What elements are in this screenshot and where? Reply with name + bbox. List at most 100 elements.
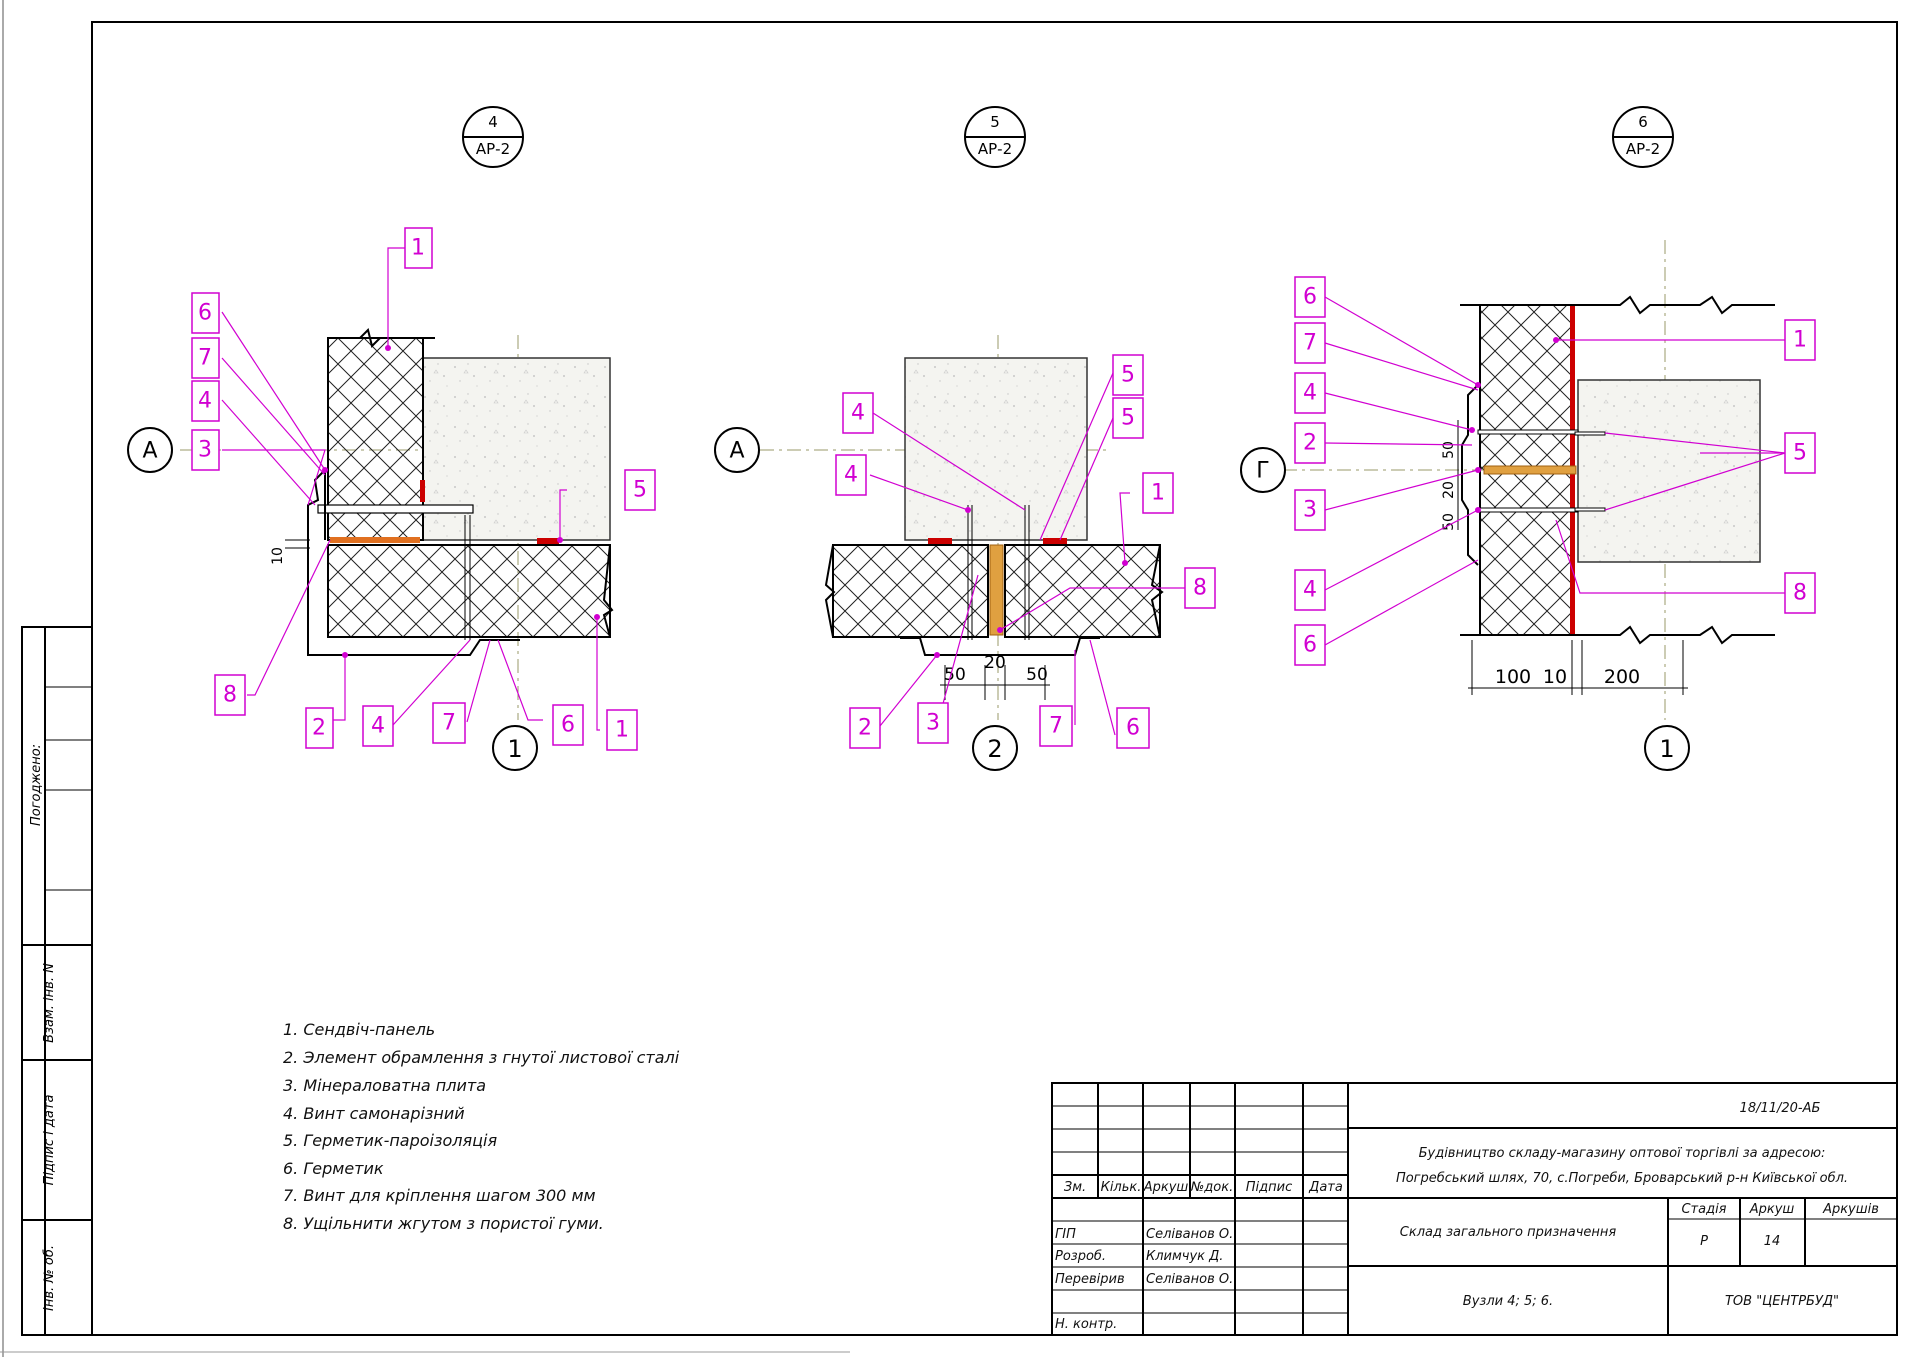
svg-text:1: 1 — [507, 735, 522, 763]
role-name: Климчук Д. — [1146, 1249, 1223, 1264]
svg-text:4: 4 — [198, 389, 212, 414]
callout-1: 1 — [1784, 319, 1816, 361]
dim-10: 10 — [270, 547, 286, 565]
svg-text:5: 5 — [1121, 363, 1135, 388]
svg-text:2: 2 — [312, 716, 326, 741]
callout-8: 8 — [1184, 567, 1216, 609]
svg-text:4: 4 — [851, 401, 865, 426]
dim-v50a: 50 — [1441, 441, 1457, 459]
svg-text:2: 2 — [1303, 431, 1317, 456]
legend-item: 1. Сендвіч-панель — [283, 1020, 435, 1039]
svg-text:8: 8 — [1193, 576, 1207, 601]
dim-20: 20 — [984, 653, 1006, 673]
callout-3: 3 — [917, 702, 949, 744]
section-ref-circle: 4 АР-2 — [462, 106, 524, 168]
stamp-sign-date: Підпис і дата — [42, 1095, 57, 1186]
role-name: Селіванов О. — [1146, 1227, 1233, 1242]
title-block: Зм. Кільк. Аркуш №док. Підпис Дата ГІП С… — [1051, 1082, 1898, 1336]
sheet-title: Вузли 4; 5; 6. — [1463, 1294, 1553, 1309]
svg-text:6: 6 — [1638, 113, 1648, 131]
svg-text:6: 6 — [198, 301, 212, 326]
svg-text:1: 1 — [1151, 481, 1165, 506]
svg-text:А: А — [729, 439, 744, 464]
svg-text:1: 1 — [1659, 735, 1674, 763]
detail-view-2: 5 АР-2 50 20 50 А 2 — [714, 106, 1216, 771]
stamp-inv-replace: Взам. інв. N — [42, 963, 57, 1043]
svg-text:1: 1 — [1793, 328, 1807, 353]
legend-item: 4. Винт самонарізний — [283, 1104, 465, 1123]
building-name: Склад загального призначення — [1400, 1225, 1617, 1240]
role-label: Розроб. — [1055, 1249, 1106, 1264]
project-line-1: Будівництво складу-магазину оптової торг… — [1419, 1146, 1826, 1161]
callout-1: 1 — [404, 227, 433, 269]
stage-value: Р — [1700, 1234, 1708, 1249]
svg-text:Г: Г — [1256, 459, 1269, 484]
legend-item: 2. Элемент обрамлення з гнутої листової … — [283, 1048, 680, 1067]
callout-5b: 5 — [1112, 397, 1144, 439]
callout-4b: 4 — [362, 705, 394, 747]
callout-2: 2 — [849, 707, 881, 749]
stage-header: Аркуш — [1749, 1202, 1795, 1217]
col-header: Зм. — [1064, 1180, 1086, 1195]
svg-text:4: 4 — [1303, 381, 1317, 406]
callout-4: 4 — [842, 392, 874, 434]
callout-3: 3 — [191, 429, 220, 471]
callout-7b: 7 — [432, 702, 466, 744]
svg-text:8: 8 — [1793, 581, 1807, 606]
stamp-agreed: Погоджено: — [29, 744, 44, 826]
dim-10: 10 — [1543, 666, 1567, 688]
col-header: №док. — [1190, 1180, 1233, 1195]
stage-header: Аркушів — [1822, 1202, 1879, 1217]
detail-view-3: 6 АР-2 100 10 200 50 20 50 Г — [1240, 106, 1816, 771]
callout-6b: 6 — [552, 704, 584, 746]
svg-text:1: 1 — [411, 236, 425, 261]
svg-text:АР-2: АР-2 — [1626, 140, 1660, 158]
axis-bubble-a: А — [127, 427, 173, 473]
svg-text:6: 6 — [1303, 633, 1317, 658]
svg-text:7: 7 — [1049, 714, 1063, 739]
role-label: Перевірив — [1055, 1272, 1125, 1287]
dim-50b: 50 — [1026, 665, 1048, 685]
svg-text:5: 5 — [1793, 441, 1807, 466]
axis-bubble-a: А — [714, 427, 760, 473]
ref-sheet: АР-2 — [476, 140, 510, 158]
svg-text:7: 7 — [442, 711, 456, 736]
svg-text:7: 7 — [198, 346, 212, 371]
company-name: ТОВ "ЦЕНТРБУД" — [1725, 1294, 1839, 1309]
ref-number: 4 — [488, 113, 498, 131]
svg-text:6: 6 — [1126, 716, 1140, 741]
role-label: Н. контр. — [1055, 1317, 1117, 1332]
callout-6b: 6 — [1294, 624, 1326, 666]
callout-4b: 4 — [835, 454, 867, 496]
svg-text:7: 7 — [1303, 331, 1317, 356]
svg-text:4: 4 — [844, 463, 858, 488]
callout-4: 4 — [191, 380, 220, 422]
callout-6: 6 — [1116, 707, 1150, 749]
svg-text:3: 3 — [1303, 498, 1317, 523]
callout-5: 5 — [1784, 432, 1816, 474]
svg-text:2: 2 — [858, 716, 872, 741]
col-header: Дата — [1308, 1180, 1343, 1195]
legend-item: 7. Винт для кріплення шагом 300 мм — [283, 1186, 596, 1205]
axis-bubble-g: Г — [1240, 447, 1286, 493]
col-header: Аркуш — [1143, 1180, 1189, 1195]
dim-100: 100 — [1495, 666, 1531, 688]
svg-text:5: 5 — [990, 113, 1000, 131]
dim-200: 200 — [1604, 666, 1640, 688]
callout-5: 5 — [624, 469, 656, 511]
callout-6: 6 — [1294, 276, 1326, 318]
legend-item: 3. Мінераловатна плита — [283, 1076, 486, 1095]
stamp-inv-orig: Інв. № об. — [42, 1245, 57, 1311]
section-mark: 1 — [1644, 725, 1690, 771]
section-ref-circle: 6 АР-2 — [1612, 106, 1674, 168]
svg-text:А: А — [142, 439, 157, 464]
col-header: Кільк. — [1101, 1180, 1142, 1195]
callout-7: 7 — [1294, 322, 1326, 364]
svg-text:1: 1 — [615, 718, 629, 743]
stage-header: Стадія — [1681, 1202, 1726, 1217]
callout-3: 3 — [1294, 489, 1326, 531]
svg-text:4: 4 — [371, 714, 385, 739]
svg-text:3: 3 — [198, 438, 212, 463]
callout-5: 5 — [1112, 354, 1144, 396]
legend-item: 8. Ущільнити жгутом з пористої гуми. — [283, 1214, 604, 1233]
